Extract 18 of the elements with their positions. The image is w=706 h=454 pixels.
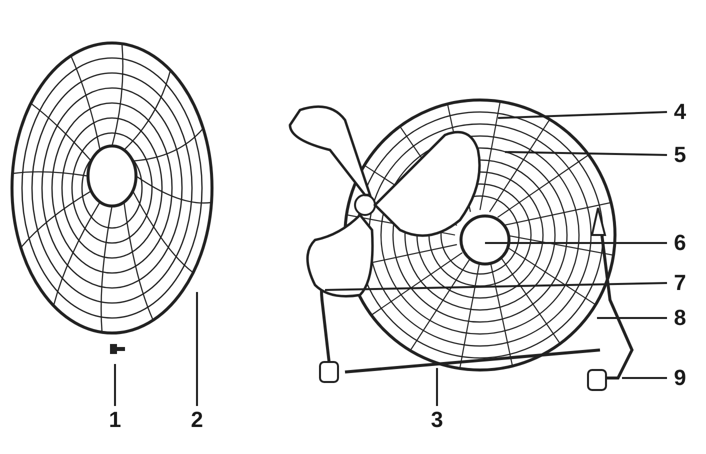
leader-line — [597, 317, 667, 319]
leader-line — [196, 292, 198, 406]
callout-number: 7 — [670, 271, 690, 295]
callout-number: 1 — [105, 408, 125, 432]
callout-number: 9 — [670, 366, 690, 390]
leader-line — [485, 242, 667, 244]
callout-number: 6 — [670, 231, 690, 255]
leader-line — [114, 364, 116, 406]
leader-line — [436, 368, 438, 406]
leader-line — [622, 377, 667, 379]
callout-number: 2 — [187, 408, 207, 432]
leader-line — [504, 151, 668, 156]
callout-number: 5 — [670, 143, 690, 167]
leader-line — [324, 282, 668, 291]
callout-number: 4 — [670, 100, 690, 124]
leader-line — [498, 111, 668, 119]
callout-number: 3 — [427, 408, 447, 432]
callout-number: 8 — [670, 306, 690, 330]
